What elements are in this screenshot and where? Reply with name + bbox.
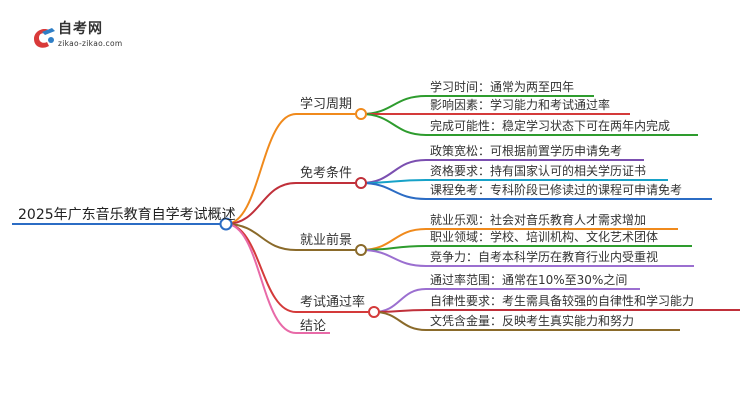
leaf-label: 竞争力：自考本科学历在教育行业内受重视 bbox=[430, 250, 659, 264]
logo-url: zikao-zikao.com bbox=[58, 39, 123, 48]
branch-node bbox=[355, 177, 367, 189]
branch-connector bbox=[225, 113, 297, 225]
leaf-label: 政策宽松：可根据前置学历申请免考 bbox=[430, 144, 623, 158]
leaf-connector bbox=[360, 113, 698, 136]
leaf-connector bbox=[373, 309, 740, 313]
branch-node bbox=[355, 108, 367, 120]
leaf-label: 课程免考：专科阶段已修读过的课程可申请免考 bbox=[430, 183, 683, 197]
branch-node bbox=[368, 306, 380, 318]
branch-connector bbox=[225, 223, 297, 334]
leaf-label: 影响因素：学习能力和考试通过率 bbox=[430, 98, 611, 112]
branch-node bbox=[355, 244, 367, 256]
leaf-connector bbox=[373, 311, 680, 331]
leaf-label: 就业乐观：社会对音乐教育人才需求增加 bbox=[430, 213, 647, 227]
branch-label: 就业前景 bbox=[300, 233, 353, 248]
logo bbox=[30, 20, 150, 52]
branch-connector bbox=[225, 223, 297, 251]
logo-name: 自考网 bbox=[58, 21, 103, 37]
graduation-cap-icon bbox=[34, 28, 55, 48]
leaf-label: 文凭含金量：反映考生真实能力和努力 bbox=[430, 314, 635, 328]
leaf-label: 资格要求：持有国家认可的相关学历证书 bbox=[430, 164, 647, 178]
leaf-connector bbox=[360, 182, 712, 200]
leaf-connector bbox=[360, 249, 694, 267]
branch-label: 结论 bbox=[300, 319, 327, 334]
leaf-label: 自律性要求：考生需具备较强的自律性和学习能力 bbox=[430, 294, 695, 308]
leaf-label: 职业领域：学校、培训机构、文化艺术团体 bbox=[430, 230, 659, 244]
branch-label: 考试通过率 bbox=[300, 295, 366, 310]
root-topic: 2025年广东音乐教育自学考试概述 bbox=[18, 207, 236, 223]
branch-connector bbox=[225, 182, 297, 225]
branch-label: 学习周期 bbox=[300, 97, 353, 112]
branch-label: 免考条件 bbox=[300, 166, 353, 181]
root-node bbox=[219, 217, 233, 231]
leaf-label: 学习时间：通常为两至四年 bbox=[430, 80, 575, 94]
leaf-label: 通过率范围：通常在10%至30%之间 bbox=[430, 273, 628, 287]
leaf-label: 完成可能性：稳定学习状态下可在两年内完成 bbox=[430, 119, 671, 133]
